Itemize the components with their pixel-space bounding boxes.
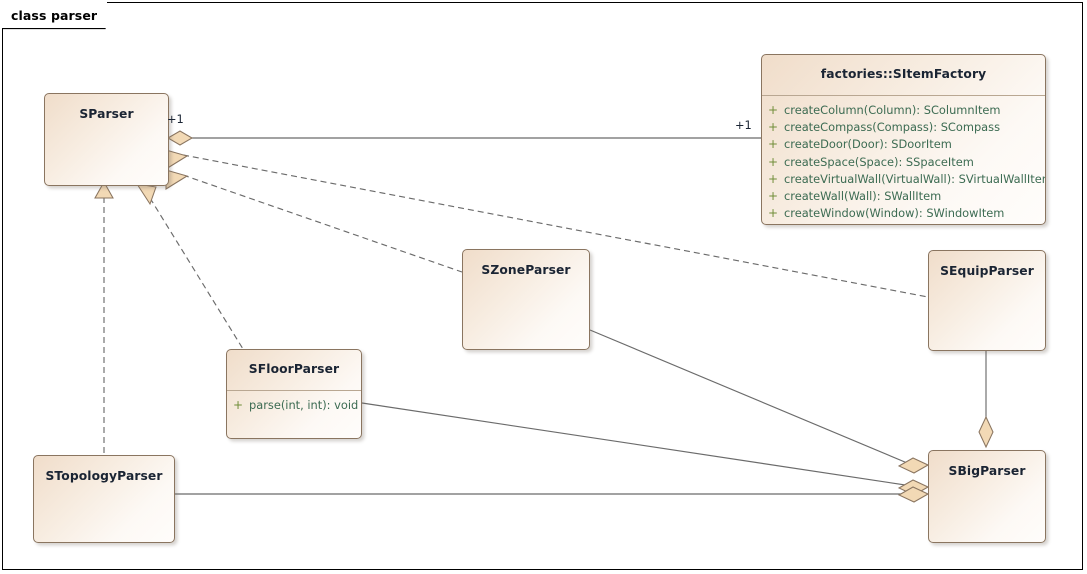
visibility-marker: + <box>232 398 244 412</box>
member-signature: createVirtualWall(VirtualWall): SVirtual… <box>784 171 1046 186</box>
visibility-marker: + <box>767 103 779 117</box>
visibility-marker: + <box>767 154 779 169</box>
class-members: + parse(int, int): void <box>227 391 361 420</box>
class-stopologyparser[interactable]: STopologyParser <box>33 455 175 543</box>
class-title: factories::SItemFactory <box>762 55 1045 96</box>
member-signature: createWindow(Window): SWindowItem <box>784 206 1005 221</box>
member-row[interactable]: + createVirtualWall(VirtualWall): SVirtu… <box>762 171 1045 188</box>
member-row[interactable]: + parse(int, int): void <box>227 397 361 414</box>
visibility-marker: + <box>767 120 779 135</box>
class-sitemfactory[interactable]: factories::SItemFactory + createColumn(C… <box>761 54 1046 225</box>
class-sparser[interactable]: SParser <box>44 93 169 186</box>
member-signature: createSpace(Space): SSpaceItem <box>784 154 974 169</box>
member-row[interactable]: + createColumn(Column): SColumnItem <box>762 102 1045 119</box>
member-signature: createWall(Wall): SWallItem <box>784 189 942 204</box>
class-szoneparser[interactable]: SZoneParser <box>462 249 590 350</box>
visibility-marker: + <box>767 206 779 221</box>
member-row[interactable]: + createCompass(Compass): SCompass <box>762 119 1045 136</box>
class-members: + createColumn(Column): SColumnItem + cr… <box>762 96 1045 224</box>
member-signature: createDoor(Door): SDoorItem <box>784 137 952 152</box>
class-title: SEquipParser <box>940 264 1034 278</box>
multiplicity-sitemfactory-end: +1 <box>735 118 752 132</box>
visibility-marker: + <box>767 189 779 204</box>
class-title: SBigParser <box>948 464 1026 478</box>
visibility-marker: + <box>767 137 779 152</box>
member-signature: createCompass(Compass): SCompass <box>784 120 1001 135</box>
visibility-marker: + <box>767 171 779 186</box>
class-sfloorparser[interactable]: SFloorParser + parse(int, int): void <box>226 349 362 439</box>
class-title: STopologyParser <box>45 469 163 483</box>
class-title: SZoneParser <box>481 263 571 277</box>
class-sbigparser[interactable]: SBigParser <box>928 450 1046 543</box>
member-row[interactable]: + createDoor(Door): SDoorItem <box>762 136 1045 153</box>
multiplicity-sparser-end: +1 <box>167 112 184 126</box>
class-sequipparser[interactable]: SEquipParser <box>928 250 1046 351</box>
member-row[interactable]: + createSpace(Space): SSpaceItem <box>762 154 1045 171</box>
member-row[interactable]: + createWall(Wall): SWallItem <box>762 188 1045 205</box>
class-title: SFloorParser <box>227 350 361 391</box>
class-title: SParser <box>79 107 134 121</box>
member-signature: parse(int, int): void <box>249 398 359 412</box>
member-row[interactable]: + createWindow(Window): SWindowItem <box>762 205 1045 222</box>
frame-label: class parser <box>2 2 108 28</box>
member-signature: createColumn(Column): SColumnItem <box>784 103 1001 117</box>
